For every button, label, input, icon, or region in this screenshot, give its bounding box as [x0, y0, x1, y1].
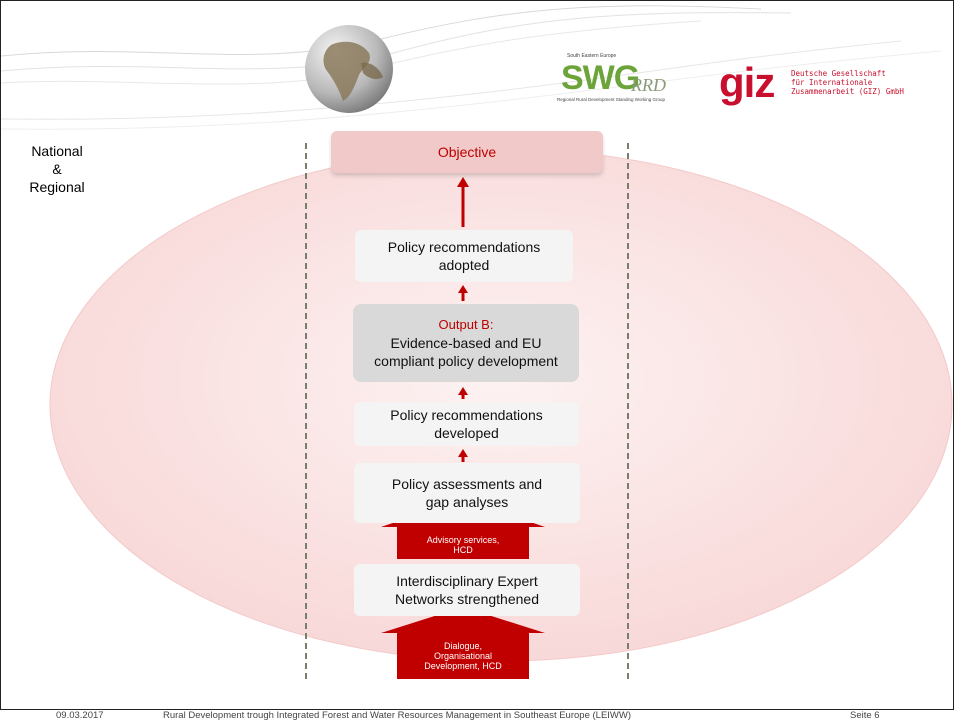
footer-date: 09.03.2017	[56, 710, 104, 721]
expert-networks-box: Interdisciplinary Expert Networks streng…	[354, 564, 580, 616]
giz-name-line-3: Zusammenarbeit (GIZ) GmbH	[791, 87, 904, 96]
scope-label-line-1: National	[31, 143, 83, 159]
scope-label-line-2: &	[52, 161, 62, 177]
footer-page-number: Seite 6	[850, 710, 880, 721]
dialogue-line-2: Organisational	[433, 651, 493, 661]
right-dashed-boundary	[627, 143, 629, 679]
objective-label: Objective	[437, 144, 497, 160]
dialogue-arrow-label: Dialogue, Organisational Development, HC…	[399, 641, 527, 671]
scope-label-line-3: Regional	[29, 179, 85, 195]
dialogue-line-1: Dialogue,	[443, 641, 483, 651]
advisory-line-2: HCD	[453, 545, 473, 555]
advisory-services-arrow-label: Advisory services, HCD	[399, 535, 527, 555]
giz-name-line-2: für Internationale	[791, 78, 873, 87]
giz-name-line-1: Deutsche Gesellschaft	[791, 69, 886, 78]
swg-subtitle: Regional Rural Development Standing Work…	[557, 97, 665, 102]
dialogue-line-3: Development, HCD	[424, 661, 502, 671]
assessments-line-1: Policy assessments and	[391, 476, 543, 492]
giz-full-name: Deutsche Gesellschaft für Internationale…	[791, 69, 904, 96]
recommendations-developed-line-1: Policy recommendations	[390, 407, 543, 423]
output-b-line-1: Evidence-based and EU	[390, 335, 542, 351]
swg-rrd-logo: South Eastern Europe SWG RRD Regional Ru…	[557, 53, 705, 113]
giz-mark: giz	[719, 59, 775, 106]
output-b-box: Output B: Evidence-based and EU complian…	[353, 304, 579, 382]
recommendations-developed-box: Policy recommendations developed	[354, 402, 579, 446]
swg-top-text: South Eastern Europe	[567, 53, 617, 59]
recommendations-adopted-line-2: adopted	[438, 257, 490, 273]
assessments-line-2: gap analyses	[425, 494, 509, 510]
globe-icon	[305, 25, 393, 113]
footer-title: Rural Development trough Integrated Fore…	[163, 710, 632, 721]
expert-networks-line-2: Networks strengthened	[395, 591, 539, 607]
recommendations-adopted-line-1: Policy recommendations	[387, 239, 541, 255]
expert-networks-line-1: Interdisciplinary Expert	[396, 573, 538, 589]
left-dashed-boundary	[305, 143, 307, 679]
assessments-box: Policy assessments and gap analyses	[354, 463, 580, 523]
swg-wordmark: SWG	[561, 59, 640, 97]
advisory-line-1: Advisory services,	[426, 535, 500, 545]
output-b-line-2: compliant policy development	[374, 353, 558, 369]
recommendations-adopted-box: Policy recommendations adopted	[355, 230, 573, 282]
objective-box: Objective	[331, 131, 603, 173]
scope-label: National & Regional	[25, 142, 89, 196]
recommendations-developed-line-2: developed	[434, 425, 499, 441]
output-b-title: Output B:	[438, 317, 494, 332]
swg-rrd-suffix: RRD	[631, 75, 666, 95]
